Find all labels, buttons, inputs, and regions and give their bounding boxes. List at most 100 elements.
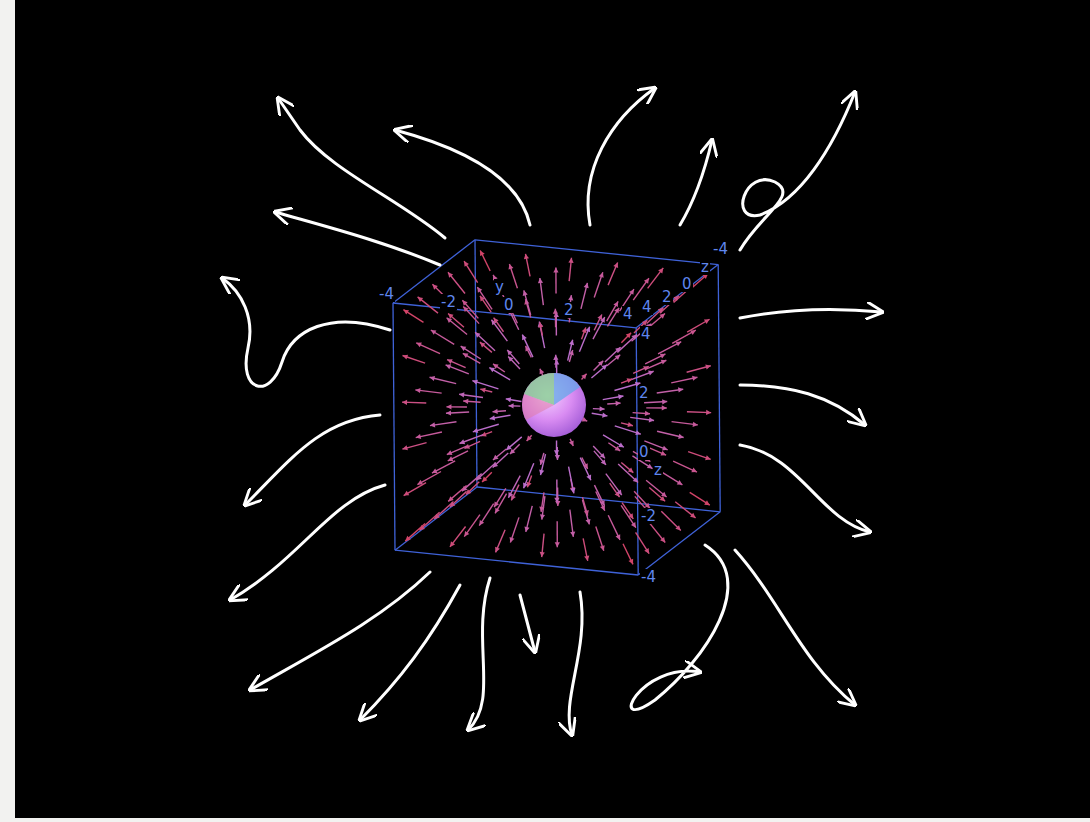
field-arrow-head bbox=[600, 406, 605, 411]
field-arrow-shaft bbox=[460, 435, 484, 444]
field-arrow bbox=[603, 435, 624, 447]
field-arrow bbox=[675, 502, 695, 518]
field-arrow bbox=[569, 439, 574, 446]
field-arrow bbox=[645, 354, 665, 364]
field-arrow-head bbox=[539, 507, 544, 512]
cube-edge bbox=[718, 265, 720, 512]
field-arrow-shaft bbox=[646, 480, 666, 497]
field-arrow-head bbox=[463, 353, 469, 358]
field-arrow-head bbox=[662, 405, 667, 410]
field-arrow bbox=[605, 347, 621, 362]
field-arrow-head bbox=[416, 434, 421, 439]
field-arrow-head bbox=[598, 361, 603, 366]
field-arrow bbox=[646, 405, 667, 410]
field-arrow-head bbox=[643, 366, 649, 371]
field-arrow bbox=[446, 364, 469, 374]
field-arrow bbox=[540, 534, 545, 557]
field-arrow bbox=[493, 275, 505, 300]
field-arrow-head bbox=[553, 355, 558, 360]
field-arrow-head bbox=[553, 267, 558, 272]
field-arrow bbox=[493, 409, 506, 414]
field-arrow bbox=[583, 538, 589, 560]
field-arrow bbox=[593, 446, 605, 458]
field-arrow bbox=[418, 297, 438, 313]
field-arrow bbox=[568, 258, 573, 281]
field-arrow bbox=[473, 424, 499, 433]
field-arrow bbox=[431, 330, 454, 344]
sketch-arrow bbox=[631, 545, 728, 710]
field-arrow-head bbox=[554, 450, 559, 455]
field-arrow bbox=[430, 422, 457, 428]
field-arrow bbox=[623, 544, 633, 565]
field-arrow-shaft bbox=[591, 365, 607, 378]
field-arrow-shaft bbox=[648, 521, 665, 542]
field-arrow bbox=[554, 440, 559, 455]
field-arrow-head bbox=[506, 445, 511, 450]
sketch-arrow bbox=[520, 595, 535, 652]
axis-tick-label: 0 bbox=[503, 297, 515, 313]
field-arrow bbox=[464, 515, 480, 537]
field-arrow bbox=[491, 320, 507, 341]
field-arrow-head bbox=[404, 491, 410, 496]
field-arrow-shaft bbox=[431, 330, 454, 344]
field-arrow-head bbox=[447, 318, 453, 323]
axis-tick-label: z bbox=[700, 259, 710, 275]
field-arrow bbox=[462, 300, 478, 318]
field-arrow-head bbox=[660, 537, 665, 543]
field-arrow-head bbox=[405, 536, 410, 541]
field-arrow-head bbox=[489, 368, 495, 373]
field-arrow bbox=[460, 435, 484, 445]
field-arrow-head bbox=[600, 505, 605, 511]
field-arrow-head bbox=[627, 378, 633, 383]
field-arrow-shaft bbox=[688, 452, 711, 460]
field-arrow-shaft bbox=[494, 318, 504, 332]
field-arrow bbox=[633, 366, 649, 373]
field-arrow-shaft bbox=[579, 327, 589, 352]
field-arrow bbox=[596, 492, 605, 511]
sketch-arrow bbox=[230, 485, 385, 600]
sketch-arrow bbox=[278, 98, 445, 238]
field-arrow-shaft bbox=[403, 356, 426, 364]
field-arrow-head bbox=[635, 430, 641, 435]
field-arrow bbox=[539, 453, 544, 465]
field-arrow-shaft bbox=[480, 250, 490, 271]
field-arrow bbox=[687, 364, 711, 372]
field-arrow-shaft bbox=[403, 310, 423, 323]
field-arrow bbox=[594, 485, 604, 506]
field-arrow-shaft bbox=[463, 353, 480, 363]
field-arrow bbox=[555, 488, 560, 506]
field-arrow-shaft bbox=[594, 361, 604, 371]
field-arrow bbox=[607, 355, 620, 366]
field-arrow-head bbox=[628, 559, 633, 565]
field-arrow bbox=[493, 449, 506, 460]
field-arrow-head bbox=[403, 310, 409, 315]
field-arrow-head bbox=[554, 498, 559, 503]
field-arrow-head bbox=[693, 422, 698, 427]
field-arrow-shaft bbox=[475, 332, 495, 350]
sketch-arrow bbox=[680, 140, 712, 225]
field-arrow-head bbox=[416, 343, 422, 348]
field-arrow-shaft bbox=[507, 350, 519, 364]
field-arrow-head bbox=[569, 340, 574, 345]
field-arrow-head bbox=[658, 308, 663, 313]
axis-tick-label: y bbox=[494, 279, 505, 295]
field-arrow-head bbox=[673, 296, 678, 301]
field-arrow bbox=[553, 309, 558, 327]
field-arrow bbox=[493, 364, 505, 372]
field-arrow-head bbox=[661, 492, 667, 497]
field-arrow-shaft bbox=[509, 264, 517, 288]
field-arrow bbox=[461, 346, 481, 359]
field-arrow-shaft bbox=[479, 504, 493, 526]
field-arrow-shaft bbox=[461, 346, 481, 359]
cube-edge bbox=[395, 487, 477, 550]
field-arrow-head bbox=[510, 449, 515, 454]
field-arrow bbox=[579, 327, 590, 352]
cube-edge bbox=[395, 550, 638, 575]
field-arrow-head bbox=[418, 297, 424, 302]
field-arrow-shaft bbox=[463, 307, 479, 324]
field-arrow-shaft bbox=[405, 524, 425, 542]
field-arrow-head bbox=[480, 388, 485, 393]
field-arrow-head bbox=[402, 445, 408, 450]
field-arrow-head bbox=[480, 342, 485, 347]
